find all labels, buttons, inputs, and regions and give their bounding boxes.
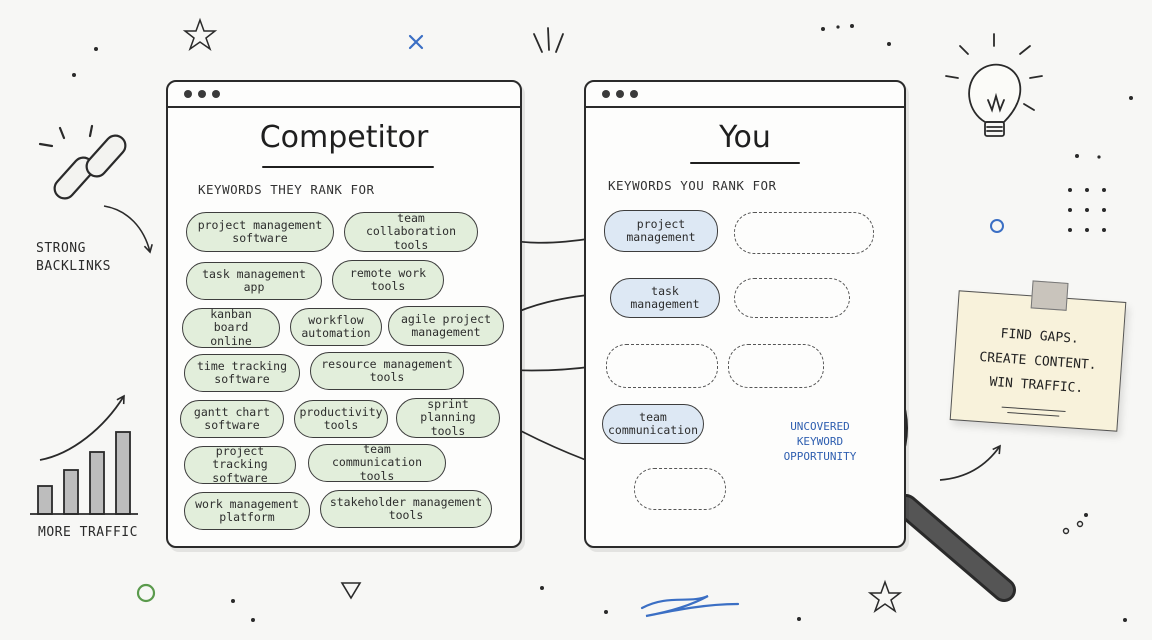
window-dot [184, 90, 192, 98]
star-doodle-2 [867, 579, 903, 613]
window-dot [602, 90, 610, 98]
competitor-keyword: sprint planning tools [396, 398, 500, 438]
cross-doodle [408, 34, 424, 50]
you-window: You KEYWORDS YOU RANK FOR project manage… [584, 80, 906, 548]
star-doodle [182, 17, 218, 51]
window-dot [630, 90, 638, 98]
more-traffic-label: MORE TRAFFIC [38, 525, 138, 540]
you-keyword: task management [610, 278, 720, 318]
burst-doodle [533, 27, 564, 53]
title-underline [262, 166, 434, 168]
competitor-subheading: KEYWORDS THEY RANK FOR [198, 182, 375, 197]
sticky-note: FIND GAPS. CREATE CONTENT. WIN TRAFFIC. [949, 280, 1127, 432]
chain-link-icon [38, 124, 127, 200]
you-title: You [719, 120, 771, 155]
competitor-keyword: remote work tools [332, 260, 444, 300]
traffic-arrow [39, 394, 125, 461]
competitor-keyword: project tracking software [184, 445, 296, 484]
empty-keyword-slot [734, 212, 874, 254]
green-circle-doodle [136, 583, 156, 603]
window-dot [198, 90, 206, 98]
window-titlebar [586, 82, 904, 108]
competitor-keyword: workflow automation [290, 308, 382, 346]
competitor-keyword: agile project management [388, 306, 504, 346]
window-titlebar [168, 82, 520, 108]
note-underline [1001, 406, 1066, 413]
empty-keyword-slot [734, 278, 850, 318]
blue-scribble [640, 594, 740, 618]
competitor-keyword: gantt chart software [180, 400, 284, 438]
backlinks-arrow [103, 205, 153, 254]
competitor-keyword: task management app [186, 262, 322, 300]
title-underline [690, 162, 800, 164]
traffic-chart-icon [30, 431, 138, 515]
competitor-keyword: team collaboration tools [344, 212, 478, 252]
competitor-keyword: kanban board online [182, 308, 280, 348]
you-keyword: project management [604, 210, 718, 252]
window-dot [616, 90, 624, 98]
competitor-title: Competitor [259, 120, 429, 155]
competitor-keyword: work management platform [184, 492, 310, 530]
sticky-note-text: FIND GAPS. CREATE CONTENT. WIN TRAFFIC. [953, 319, 1124, 404]
dot-grid-doodle [1068, 188, 1106, 232]
triangle-doodle [340, 582, 362, 600]
tape [1030, 280, 1069, 311]
competitor-keyword: resource management tools [310, 352, 464, 390]
lightbulb-icon [945, 33, 1043, 137]
competitor-keyword: team communication tools [308, 443, 446, 482]
empty-keyword-slot [634, 468, 726, 510]
dot-doodles [72, 24, 1133, 622]
competitor-keyword: productivity tools [294, 400, 388, 438]
competitor-keyword: time tracking software [184, 354, 300, 392]
strong-backlinks-label: STRONG BACKLINKS [36, 241, 111, 274]
note-underline [1007, 411, 1060, 417]
window-dot [212, 90, 220, 98]
empty-keyword-slot [606, 344, 718, 388]
uncovered-opportunity-label: UNCOVERED KEYWORD OPPORTUNITY [783, 420, 857, 463]
blue-circle-doodle [990, 219, 1004, 233]
note-arrow [939, 444, 1001, 481]
you-keyword: team communication [602, 404, 704, 444]
competitor-window: Competitor KEYWORDS THEY RANK FOR projec… [166, 80, 522, 548]
empty-keyword-slot [728, 344, 824, 388]
you-subheading: KEYWORDS YOU RANK FOR [608, 178, 777, 193]
competitor-keyword: stakeholder management tools [320, 490, 492, 528]
competitor-keyword: project management software [186, 212, 334, 252]
